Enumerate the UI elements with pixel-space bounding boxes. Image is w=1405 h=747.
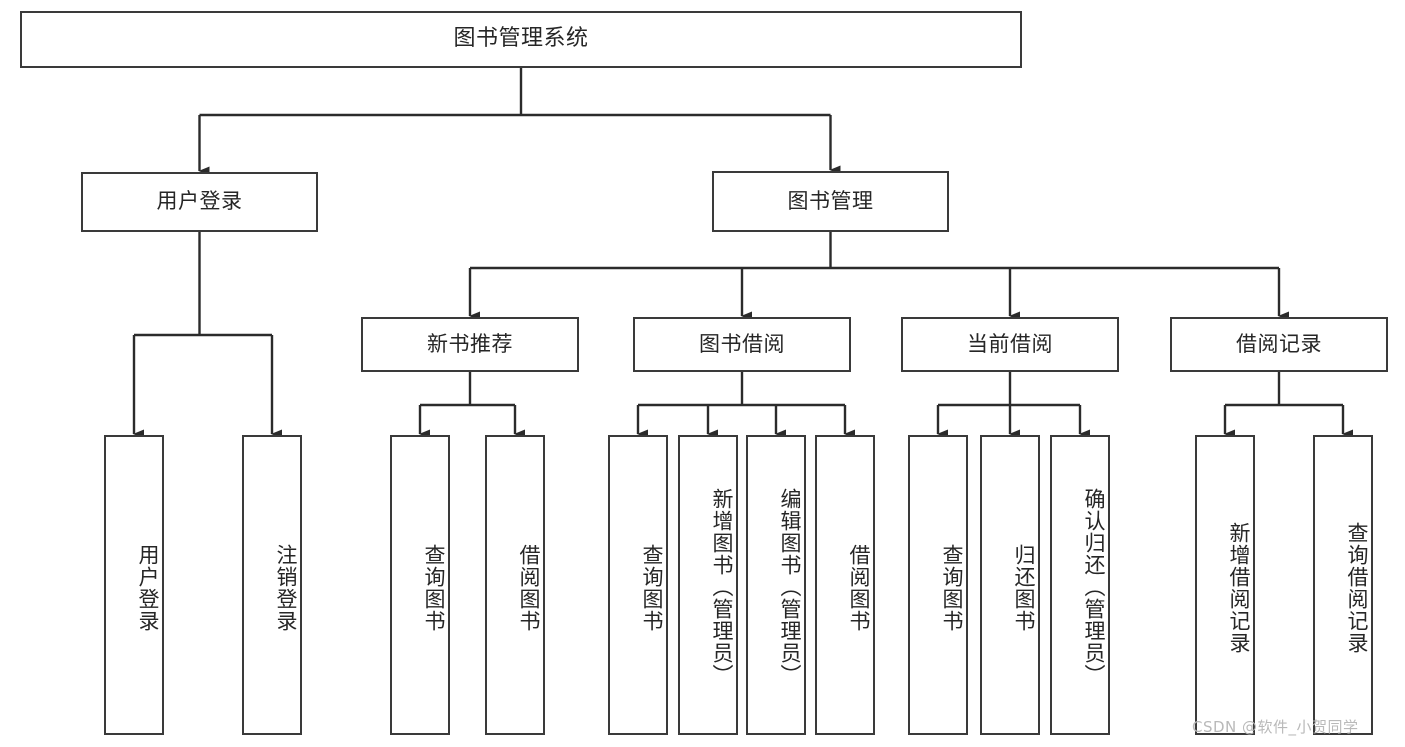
node-user-login[interactable]: 用户登录 [81, 172, 318, 232]
node-leaf-return-book[interactable]: 归还图书 [980, 435, 1040, 735]
node-leaf-user-logout[interactable]: 注销登录 [242, 435, 302, 735]
node-label: 注销登录 [274, 544, 298, 632]
node-label: 借阅记录 [1236, 331, 1322, 356]
node-book-manage[interactable]: 图书管理 [712, 171, 949, 232]
node-leaf-borrow-book-rec[interactable]: 借阅图书 [485, 435, 545, 735]
node-leaf-query-book-cur[interactable]: 查询图书 [908, 435, 968, 735]
node-label: 当前借阅 [967, 331, 1053, 356]
node-label: 查询图书 [422, 544, 446, 632]
node-label: 用户登录 [156, 189, 243, 214]
node-label: 图书借阅 [699, 331, 785, 356]
node-label: 查询借阅记录 [1345, 522, 1369, 654]
node-book-borrow[interactable]: 图书借阅 [633, 317, 851, 372]
node-label: 图书管理系统 [453, 26, 589, 52]
node-leaf-confirm-return[interactable]: 确认归还（管理员） [1050, 435, 1110, 735]
node-label: 借阅图书 [847, 544, 871, 632]
node-label: 新增借阅记录 [1227, 522, 1251, 654]
node-label: 归还图书 [1012, 544, 1036, 632]
node-label: 确认归还（管理员） [1082, 488, 1106, 686]
node-leaf-query-record[interactable]: 查询借阅记录 [1313, 435, 1373, 735]
node-root[interactable]: 图书管理系统 [20, 11, 1022, 68]
node-leaf-add-book[interactable]: 新增图书（管理员） [678, 435, 738, 735]
csdn-watermark: CSDN @软件_小贺同学 [1192, 718, 1359, 736]
node-label: 查询图书 [640, 544, 664, 632]
node-label: 编辑图书（管理员） [778, 488, 802, 686]
node-new-book-recommend[interactable]: 新书推荐 [361, 317, 579, 372]
node-borrow-record[interactable]: 借阅记录 [1170, 317, 1388, 372]
node-current-borrow[interactable]: 当前借阅 [901, 317, 1119, 372]
node-label: 新书推荐 [427, 331, 513, 356]
node-leaf-edit-book[interactable]: 编辑图书（管理员） [746, 435, 806, 735]
node-label: 查询图书 [940, 544, 964, 632]
node-label: 图书管理 [787, 188, 874, 213]
node-leaf-query-book-bor[interactable]: 查询图书 [608, 435, 668, 735]
node-label: 借阅图书 [517, 544, 541, 632]
node-leaf-query-book-rec[interactable]: 查询图书 [390, 435, 450, 735]
node-label: 新增图书（管理员） [710, 488, 734, 686]
node-leaf-borrow-book-bor[interactable]: 借阅图书 [815, 435, 875, 735]
node-label: 用户登录 [136, 544, 160, 632]
node-leaf-add-record[interactable]: 新增借阅记录 [1195, 435, 1255, 735]
node-leaf-user-login[interactable]: 用户登录 [104, 435, 164, 735]
